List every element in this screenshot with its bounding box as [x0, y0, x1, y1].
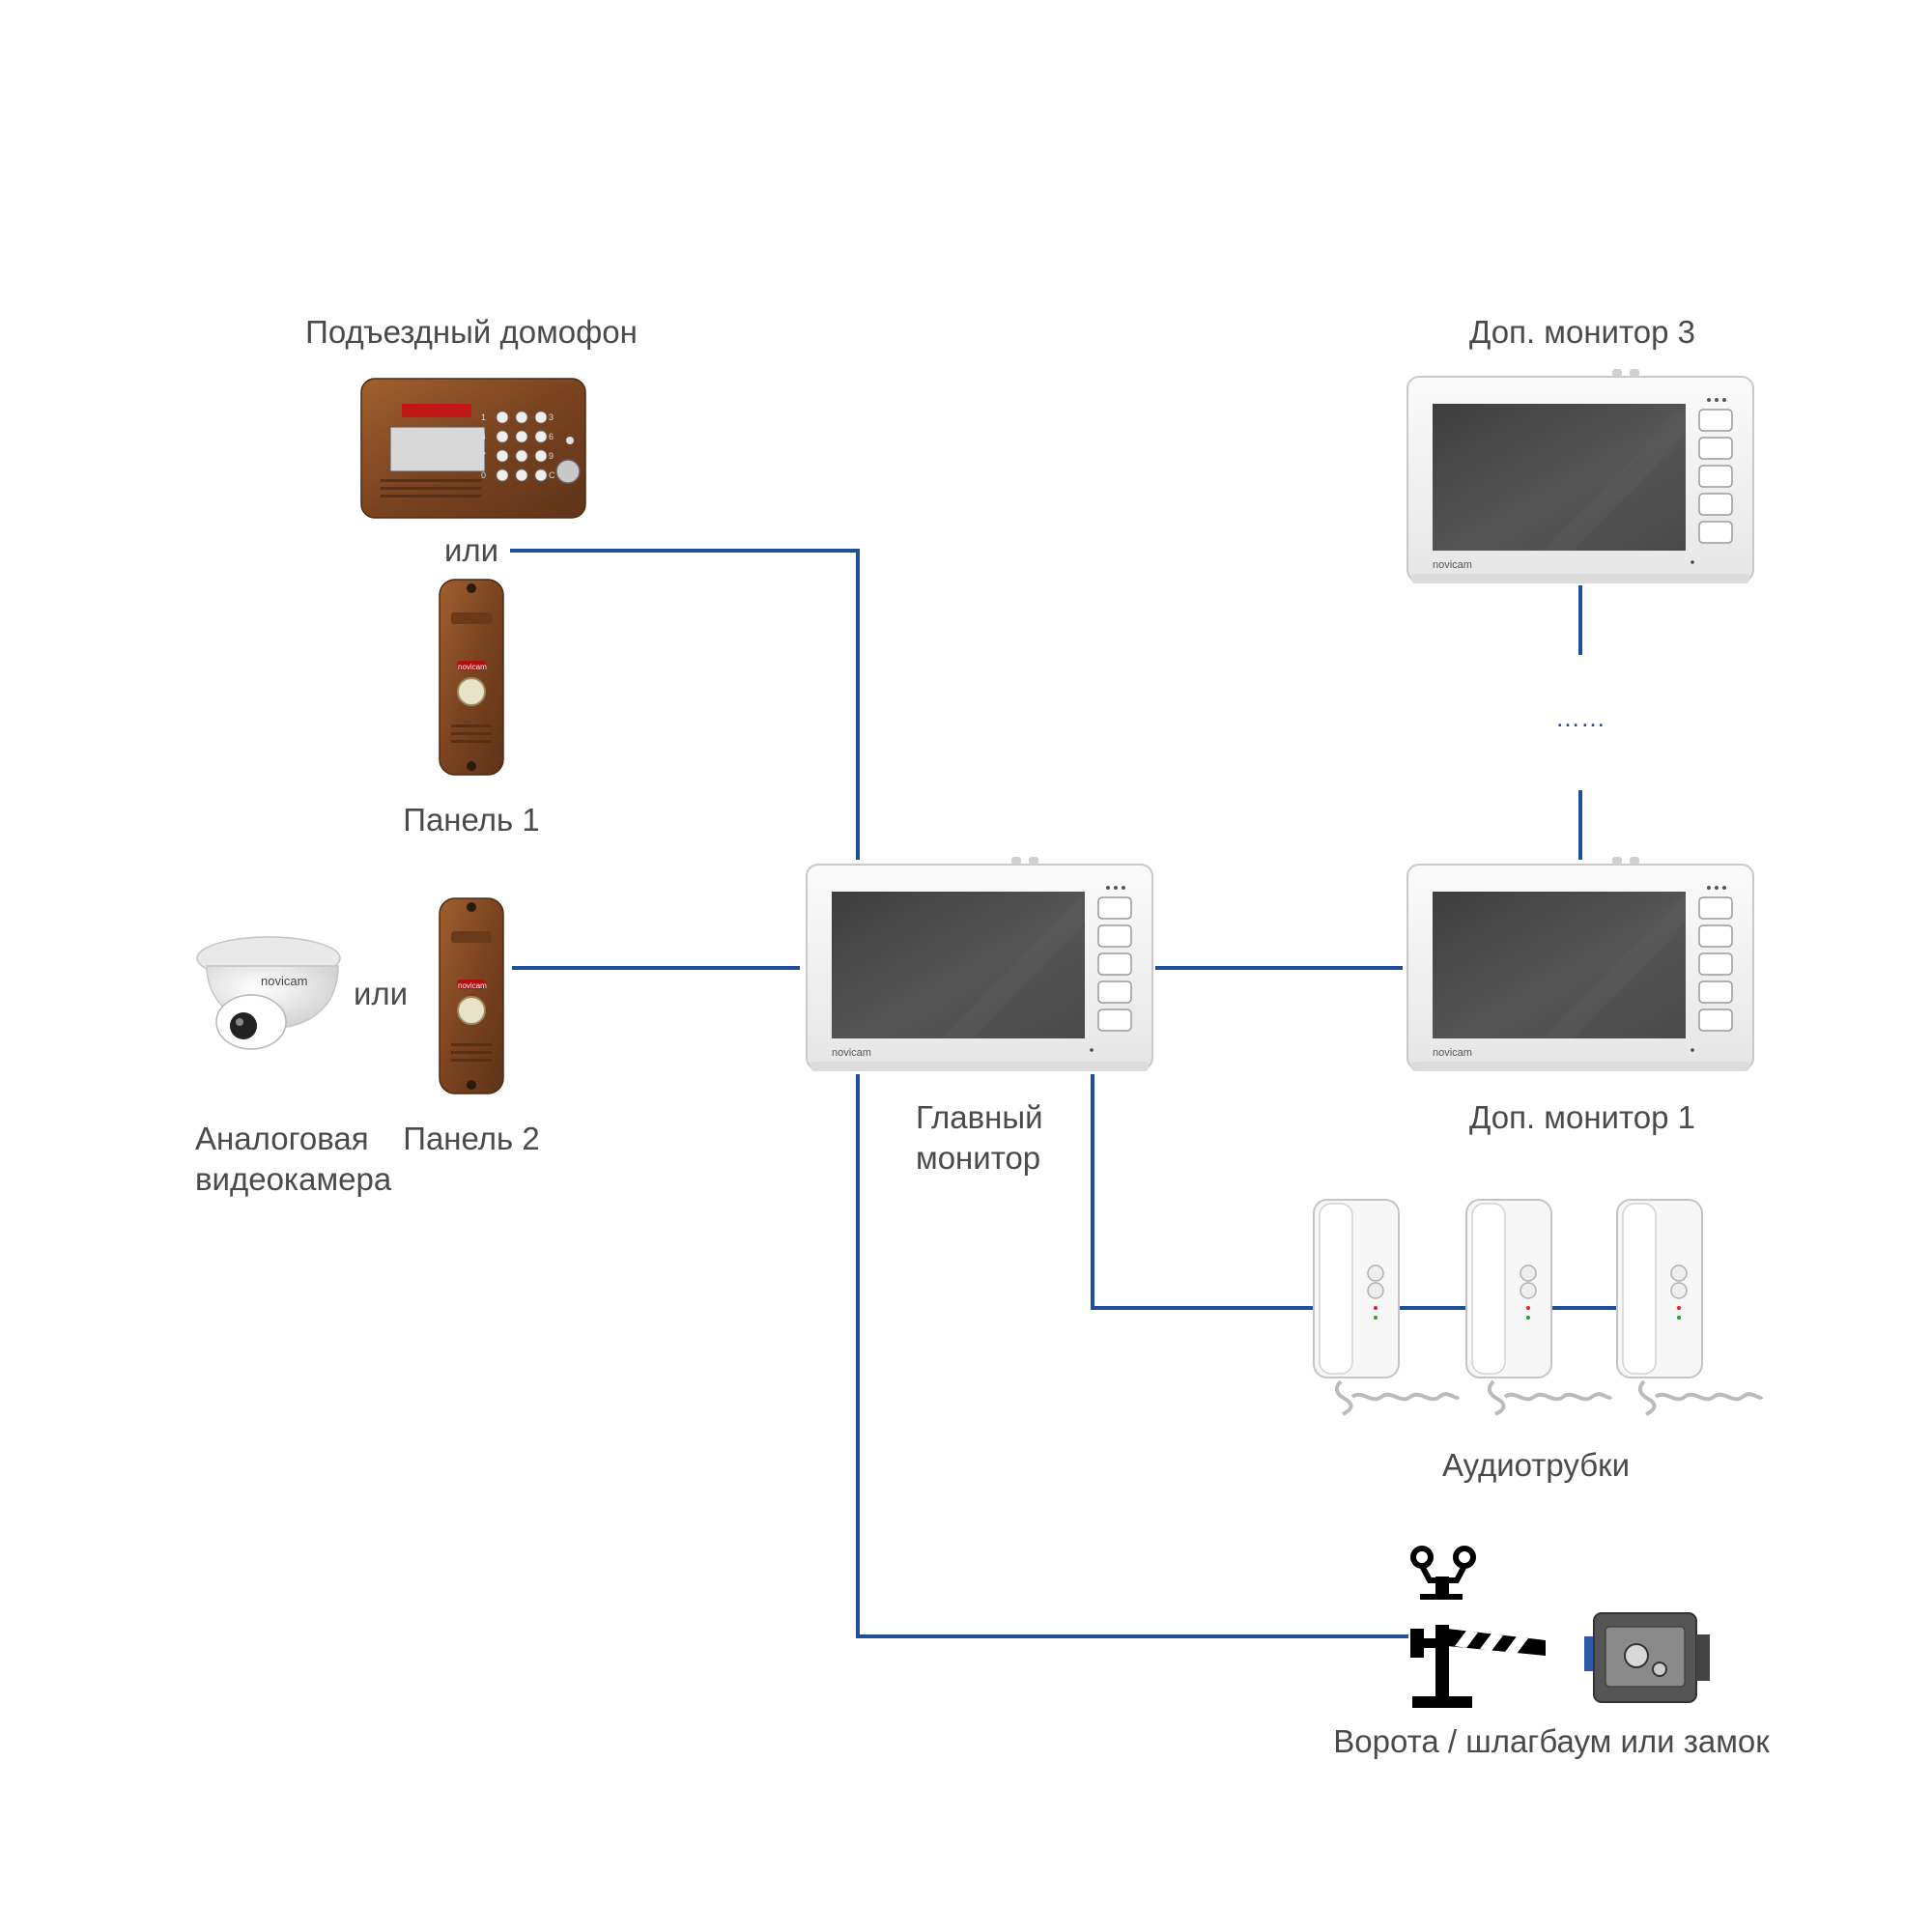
or-label: или	[444, 532, 498, 568]
brand-logo: novicam	[1433, 559, 1472, 571]
brand-logo: novicam	[1433, 1047, 1472, 1059]
wire-entrance-to-main	[510, 549, 860, 860]
main-monitor-label-line2: монитор	[916, 1140, 1040, 1176]
call-panel-1: novicam	[439, 579, 504, 776]
key-label: 9	[549, 451, 554, 461]
ellipsis-label: ……	[1555, 703, 1605, 732]
wire-main-to-gate	[856, 1074, 1408, 1638]
camera-label-line2: видеокамера	[195, 1161, 392, 1197]
key-label: 3	[549, 412, 554, 422]
panel-1-label: Панель 1	[403, 802, 540, 838]
key-label: 6	[549, 432, 554, 441]
entrance-intercom-label: Подъездный домофон	[305, 314, 638, 350]
panel-2-label: Панель 2	[403, 1121, 540, 1156]
audio-handset	[1615, 1198, 1764, 1416]
entrance-intercom: 1 3 4 6 7 9 0 С	[360, 378, 586, 519]
barrier-gate-icon	[1410, 1546, 1546, 1708]
key-label: 1	[481, 412, 486, 422]
key-label: С	[549, 470, 555, 480]
main-monitor: novicam	[806, 856, 1153, 1072]
key-label: 4	[481, 432, 486, 441]
extra-monitor-1-label: Доп. монитор 1	[1469, 1099, 1695, 1135]
wires	[510, 549, 1617, 1638]
camera-label-line1: Аналоговая	[195, 1121, 369, 1156]
gate-or-lock-label: Ворота / шлагбаум или замок	[1333, 1723, 1770, 1759]
main-monitor-label-line1: Главный	[916, 1099, 1043, 1135]
key-label: 7	[481, 451, 486, 461]
or-label: или	[354, 976, 408, 1011]
brand-logo: novicam	[832, 1047, 871, 1059]
extra-monitor-3-label: Доп. монитор 3	[1469, 314, 1695, 350]
key-label: 0	[481, 470, 486, 480]
brand-logo: novicam	[458, 663, 487, 671]
analog-camera: novicam	[196, 936, 341, 1050]
extra-monitor-3: novicam	[1406, 368, 1754, 584]
wire-main-to-handsets	[1091, 1074, 1314, 1310]
call-panel-2: novicam	[439, 897, 504, 1094]
brand-logo: novicam	[458, 981, 487, 990]
extra-monitor-1: novicam	[1406, 856, 1754, 1072]
handsets-label: Аудиотрубки	[1442, 1447, 1630, 1483]
electric-lock	[1584, 1612, 1710, 1703]
brand-logo: novicam	[261, 974, 307, 988]
